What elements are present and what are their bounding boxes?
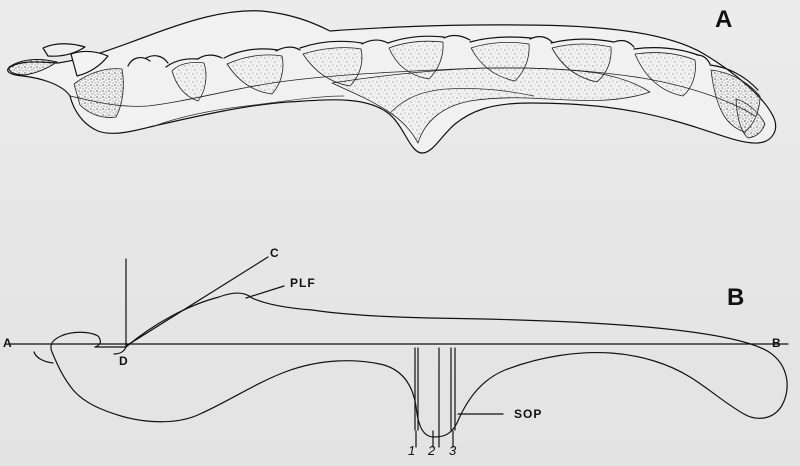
plf-label: PLF xyxy=(290,276,316,290)
panel-b-profile xyxy=(50,292,788,438)
diagonal-line-d-c xyxy=(125,256,269,347)
point-c-label: C xyxy=(270,246,280,260)
point-a-label: A xyxy=(3,336,13,350)
marker-1-label: 1 xyxy=(408,443,416,458)
panel-b-label: B xyxy=(727,284,745,311)
marker-3-label: 3 xyxy=(449,443,457,458)
plf-leader-line xyxy=(245,285,285,299)
panel-a-label: A xyxy=(715,6,733,33)
panel-b-outline-drawing xyxy=(9,256,789,448)
point-d-label: D xyxy=(119,354,129,368)
panel-a-jaw-drawing xyxy=(7,10,777,154)
sop-label: SOP xyxy=(514,407,543,421)
marker-2-label: 2 xyxy=(428,443,436,458)
point-b-label: B xyxy=(772,336,782,350)
